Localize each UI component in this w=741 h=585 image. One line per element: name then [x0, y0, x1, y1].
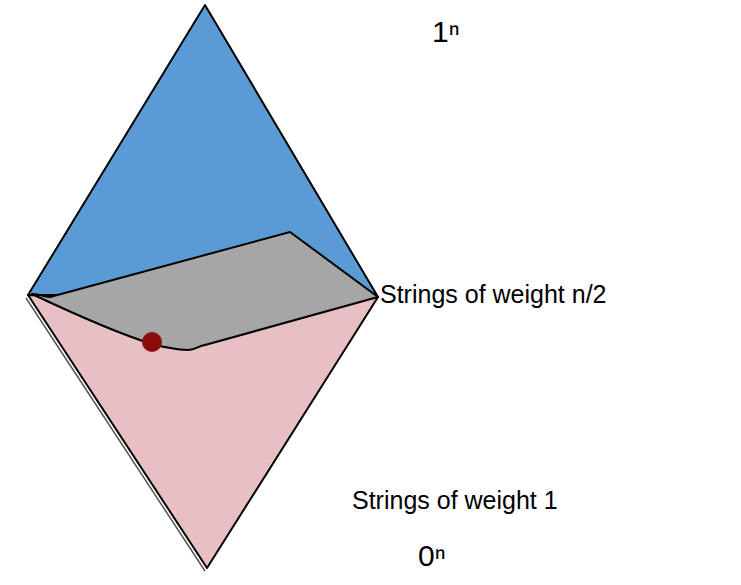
point-marker [142, 332, 162, 352]
top-vertex-label: 1ⁿ [432, 15, 460, 50]
layer-label: Strings of weight n/2 [380, 280, 607, 309]
middle-layer [32, 232, 378, 350]
bottom-vertex-label: 0ⁿ [418, 539, 446, 574]
layer-label: Strings of weight 1 [352, 486, 558, 515]
upper-half [28, 5, 378, 297]
